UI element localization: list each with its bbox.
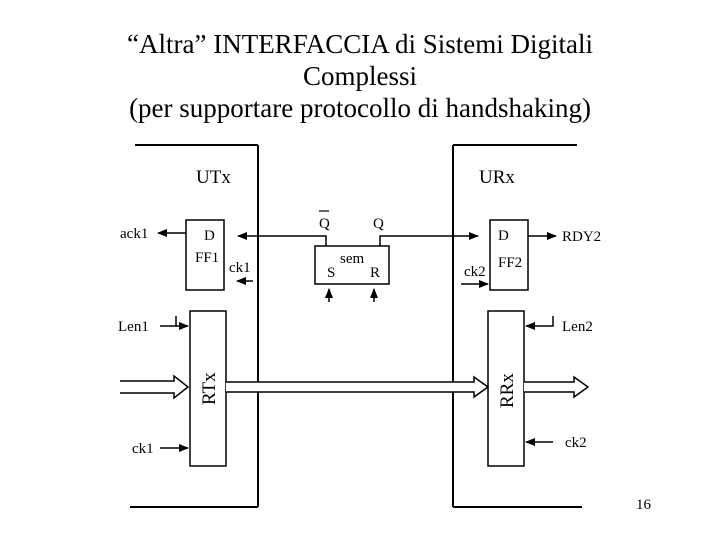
len1-label: Len1 [118, 319, 149, 335]
len2-wire [538, 316, 554, 327]
q-to-ff2-wire [379, 232, 479, 246]
sem-name: sem [340, 251, 364, 267]
slide-title: “Altra” INTERFACCIA di Sistemi Digitali … [0, 28, 720, 124]
output-bus-arrow [524, 375, 590, 399]
sem-q-label: Q [373, 216, 384, 232]
ff1-d-label: D [204, 228, 215, 244]
ff2-clock-label: ck2 [464, 264, 486, 280]
ack1-label: ack1 [120, 226, 148, 242]
ff1-block [185, 219, 225, 291]
ff2-d-label: D [498, 228, 509, 244]
title-line-1: “Altra” INTERFACCIA di Sistemi Digitali [127, 29, 593, 59]
sem-block [314, 245, 390, 285]
ff1-clock-label: ck1 [229, 260, 251, 276]
len1-wire [160, 316, 177, 327]
urx-boundary [452, 144, 582, 508]
data-bus [226, 375, 490, 399]
title-line-2: Complessi [302, 61, 417, 91]
sem-r-label: R [370, 265, 380, 281]
ff1-name: FF1 [195, 250, 219, 266]
ck1-bottom-label: ck1 [132, 441, 154, 457]
utx-boundary [130, 144, 259, 508]
title-line-3: (per supportare protocollo di handshakin… [129, 93, 591, 123]
input-bus-arrow [120, 374, 190, 400]
len2-label: Len2 [562, 319, 593, 335]
page-number: 16 [636, 497, 651, 513]
urx-label: URx [479, 167, 515, 188]
rdy2-label: RDY2 [562, 229, 601, 245]
ff2-name: FF2 [498, 255, 522, 271]
ck2-bottom-label: ck2 [565, 435, 587, 451]
utx-label: UTx [196, 167, 231, 188]
sem-s-label: S [327, 265, 335, 281]
qbar-to-ff1-wire [237, 232, 327, 246]
sem-qbar-label: Q [319, 216, 330, 232]
ff2-block [489, 219, 529, 291]
rtx-label: RTx [199, 372, 220, 405]
rrx-label: RRx [497, 373, 518, 408]
